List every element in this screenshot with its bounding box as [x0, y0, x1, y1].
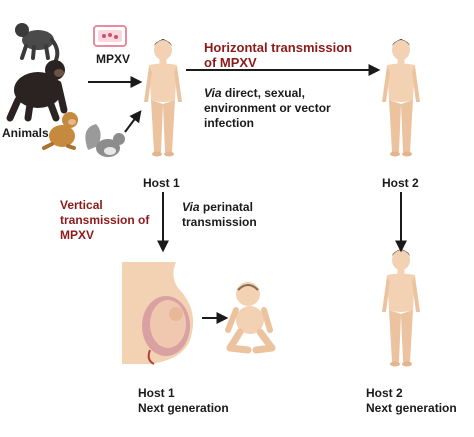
vertical-via-rest: perinatal transmission — [182, 200, 257, 229]
macaque-icon — [42, 112, 78, 150]
vertical-via: Via perinatal transmission — [182, 200, 257, 230]
monkey-icon — [15, 23, 60, 62]
horizontal-via: Via direct, sexual, environment or vecto… — [204, 86, 331, 131]
label-virus: MPXV — [96, 52, 131, 66]
host2-next-figure — [382, 249, 420, 367]
horizontal-via-rest: direct, sexual, environment or vector in… — [204, 86, 331, 130]
label-host2: Host 2 — [382, 176, 419, 190]
vertical-via-word: Via — [182, 200, 200, 214]
squirrel-icon — [85, 124, 125, 157]
pregnant-icon — [122, 262, 194, 365]
chimpanzee-icon — [6, 60, 68, 122]
label-host1: Host 1 — [143, 176, 180, 190]
virus-icon — [93, 25, 127, 47]
vertical-title: Vertical transmission of MPXV — [60, 198, 150, 242]
horizontal-title: Horizontal transmission of MPXV — [204, 40, 353, 70]
host1-figure — [144, 39, 182, 157]
baby-icon — [225, 282, 276, 354]
arrow-squirrel-to-host1 — [124, 110, 142, 133]
label-animals: Animals — [2, 126, 49, 140]
horizontal-via-word: Via — [204, 86, 222, 100]
host2-figure — [382, 39, 420, 157]
label-host2-next: Host 2 Next generation — [366, 386, 457, 415]
label-host1-next: Host 1 Next generation — [138, 386, 229, 415]
